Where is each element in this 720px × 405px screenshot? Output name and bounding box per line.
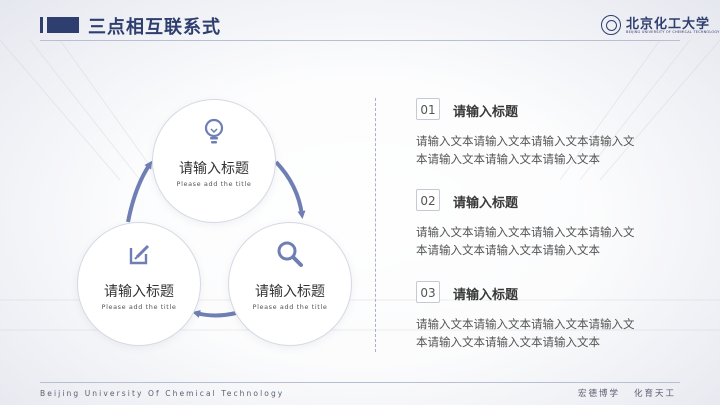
item-title: 请输入标题: [453, 196, 519, 211]
node-title: 请输入标题: [179, 161, 249, 177]
item-title: 请输入标题: [453, 105, 519, 120]
item-number: 03: [416, 281, 440, 303]
item-title: 请输入标题: [453, 288, 519, 303]
search-icon: [277, 241, 303, 267]
dashed-divider: [375, 98, 376, 352]
edit-icon: [129, 244, 150, 265]
cycle-node-top: 请输入标题 Please add the title: [152, 99, 276, 223]
title-accent-bar: [40, 17, 43, 33]
university-logo-text: 北京化工大学: [626, 17, 711, 32]
footer-motto-2: 化育天工: [634, 389, 677, 399]
node-subtitle: Please add the title: [176, 180, 252, 188]
university-logo-subtext: BEIJING UNIVERSITY OF CHEMICAL TECHNOLOG…: [626, 30, 720, 34]
footer-motto-1: 宏德博学: [578, 389, 621, 399]
node-subtitle: Please add the title: [252, 303, 328, 311]
footer-university-name: Beijing University Of Chemical Technolog…: [40, 389, 285, 398]
footer-divider: [40, 382, 680, 383]
footer-motto: 宏德博学 化育天工: [578, 387, 676, 399]
item-body: 请输入文本请输入文本请输入文本请输入文本请输入文本请输入文本请输入文本: [416, 317, 635, 349]
header-divider: [40, 40, 680, 41]
node-title: 请输入标题: [104, 284, 174, 300]
cycle-node-left: 请输入标题 Please add the title: [77, 222, 201, 346]
item-body: 请输入文本请输入文本请输入文本请输入文本请输入文本请输入文本请输入文本: [416, 225, 635, 257]
item-body: 请输入文本请输入文本请输入文本请输入文本请输入文本请输入文本请输入文本: [416, 134, 635, 166]
page-title: 三点相互联系式: [88, 17, 221, 38]
cycle-node-right: 请输入标题 Please add the title: [228, 222, 352, 346]
university-seal-icon: [601, 15, 621, 35]
item-number: 02: [416, 189, 440, 211]
title-accent-block: [47, 17, 79, 33]
item-number: 01: [416, 98, 440, 120]
node-subtitle: Please add the title: [101, 303, 177, 311]
lightbulb-icon: [204, 118, 224, 144]
node-title: 请输入标题: [255, 284, 325, 300]
header: 三点相互联系式 北京化工大学 BEIJING UNIVERSITY OF CHE…: [0, 0, 720, 44]
